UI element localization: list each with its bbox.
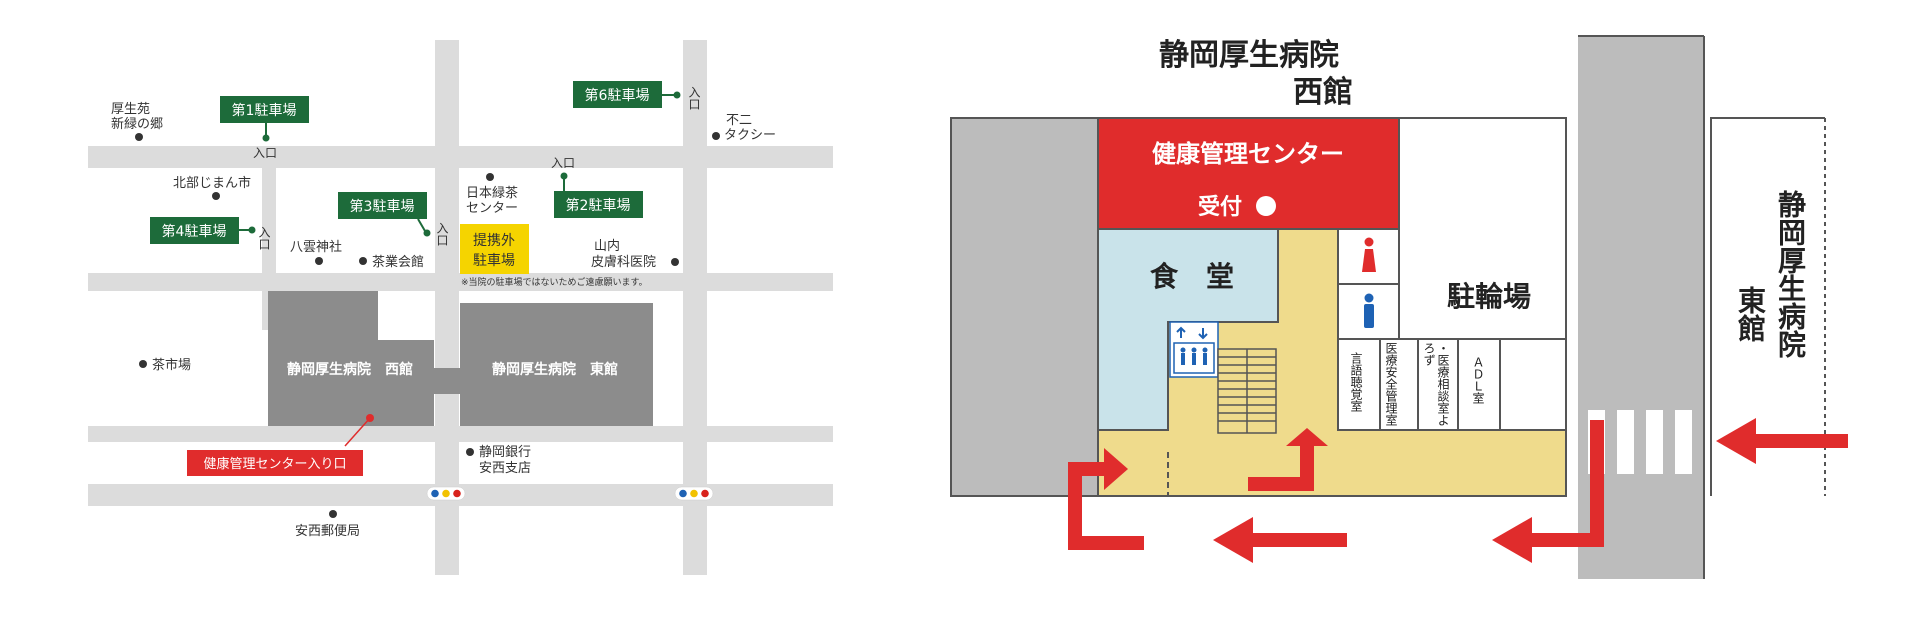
landmark-yamauchi-2: 皮膚科医院 <box>591 254 656 270</box>
east-building-vertical-label: 静岡厚生病院東館 <box>1728 190 1808 410</box>
west-building <box>268 291 434 426</box>
landmark-dot-post-office <box>329 510 337 518</box>
landmark-shizuoka-bank-2: 安西支店 <box>479 461 531 476</box>
room-consult: ・医療相談室よろず <box>1422 342 1450 426</box>
parking-6-label[interactable]: 第6駐車場 <box>585 87 650 104</box>
direction-arrow-icon <box>1213 517 1347 563</box>
east-building <box>460 303 653 426</box>
health-center-area <box>1097 117 1400 230</box>
east-building-label: 静岡厚生病院 東館 <box>492 361 618 378</box>
landmark-yakumo: 八雲神社 <box>290 239 342 255</box>
cafeteria-area <box>1097 228 1279 431</box>
landmark-kouseien: 厚生苑 <box>111 102 150 117</box>
parking-1-box <box>220 96 309 123</box>
parking-2-entrance: 入口 <box>551 156 575 170</box>
restroom-male-icon <box>1364 293 1374 328</box>
east-building-outline <box>1710 117 1825 496</box>
traffic-light-icon <box>426 486 466 501</box>
direction-arrows <box>1068 418 1848 563</box>
west-building-label: 静岡厚生病院 西館 <box>287 361 413 378</box>
gray-block <box>950 117 1099 497</box>
landmark-chagyo: 茶業会館 <box>372 254 424 270</box>
landmark-dot-chaichiba <box>139 360 147 368</box>
room-safety: 医療安全管理室 <box>1384 342 1398 426</box>
parking-2-entrance-dot <box>560 172 568 180</box>
landmark-dot-nihon-ryokucha <box>486 173 494 181</box>
parking-1-entrance: 入口 <box>253 146 277 160</box>
reception-label: 受付 <box>1198 194 1242 220</box>
parking-2-box <box>554 191 643 218</box>
elevator-icon <box>1169 321 1219 378</box>
landmark-nihon-ryokucha-2: センター <box>466 201 518 216</box>
landmark-chaichiba: 茶市場 <box>152 357 191 373</box>
center-entrance-box <box>187 450 363 476</box>
landmark-dot-fuji-taxi <box>712 132 720 140</box>
floor-plan: 静岡厚生病院 西館 健康管理センター 受付 食 堂 <box>950 35 1848 579</box>
partner-lot-label-2: 駐車場 <box>473 252 515 269</box>
stairs-icon <box>1217 348 1277 434</box>
bicycle-parking-label: 駐輪場 <box>1447 280 1531 313</box>
parking-2-label[interactable]: 第2駐車場 <box>566 197 631 214</box>
landmark-dot-chagyo <box>359 257 367 265</box>
landmark-shizuoka-bank-1: 静岡銀行 <box>479 445 531 460</box>
direction-arrow-icon <box>1248 428 1328 491</box>
partner-lot-note: ※当院の駐車場ではないためご遠慮願います。 <box>461 276 648 288</box>
cafeteria-label: 食 堂 <box>1150 260 1234 293</box>
landmark-dot-yakumo <box>315 257 323 265</box>
landmark-dot-shizuoka-bank <box>466 448 474 456</box>
parking-1-entrance-dot <box>262 134 270 142</box>
center-entrance-label: 健康管理センター入り口 <box>203 456 346 472</box>
rooms-row <box>1337 338 1567 431</box>
landmark-fuji-taxi-2: タクシー <box>724 128 776 143</box>
room-speech: 言語聴覚室 <box>1349 352 1363 412</box>
parking-4-box <box>150 217 239 244</box>
landmark-nihon-ryokucha-1: 日本緑茶 <box>466 185 518 201</box>
parking-4-label[interactable]: 第4駐車場 <box>162 223 227 240</box>
traffic-light-icon <box>674 486 714 501</box>
parking-6-entrance: 入口 <box>687 86 701 110</box>
parking-3-box <box>338 192 427 219</box>
restroom-male <box>1337 283 1400 340</box>
east-building-vertical-col-2: 東館 <box>1734 286 1767 342</box>
parking-lots: 第1駐車場 入口 第6駐車場 入口 第3駐車場 入口 第2駐車場 入口 <box>150 81 701 250</box>
restroom-female-icon <box>1362 237 1376 272</box>
landmark-yamauchi-1: 山内 <box>594 238 620 254</box>
floor-title-line1: 静岡厚生病院 <box>1159 38 1339 73</box>
parking-4-entrance: 入口 <box>257 226 271 250</box>
room-adl: ＡＤＬ室 <box>1471 356 1485 404</box>
road-horizontal-3 <box>88 426 833 442</box>
parking-1-label[interactable]: 第1駐車場 <box>232 102 297 119</box>
parking-3-entrance: 入口 <box>435 222 449 246</box>
building-connector <box>434 368 460 394</box>
direction-arrow-icon <box>1068 448 1144 550</box>
partner-lot-box <box>460 224 529 274</box>
parking-4-entrance-dot <box>248 226 256 234</box>
reception-dot <box>1256 196 1276 216</box>
direction-arrow-icon <box>1492 420 1604 563</box>
parking-6-box <box>573 81 662 108</box>
landmarks: 厚生苑 新緑の郷 北部じまん市 八雲神社 茶業会館 日本緑茶 センター 山内 皮… <box>111 102 776 539</box>
center-entrance-dot <box>366 414 374 422</box>
landmark-fuji-taxi-1: 不二 <box>726 113 752 128</box>
landmark-shinryoku: 新緑の郷 <box>111 116 163 132</box>
direction-arrow-icon <box>1716 418 1848 464</box>
landmark-kitabe: 北部じまん市 <box>173 175 251 191</box>
parking-6-entrance-dot <box>673 91 681 99</box>
landmark-dot-kitabe <box>212 192 220 200</box>
parking-3-label[interactable]: 第3駐車場 <box>350 198 415 215</box>
street-map: 静岡厚生病院 西館 静岡厚生病院 東館 厚生苑 新緑の郷 北部じまん市 八雲神社… <box>88 40 833 575</box>
landmark-dot-yamauchi <box>671 258 679 266</box>
partner-lot-label-1: 提携外 <box>473 233 515 249</box>
road-horizontal-1 <box>88 146 833 168</box>
road-horizontal-2 <box>88 273 833 291</box>
east-building-vertical-col-1: 静岡厚生病院 <box>1774 190 1807 358</box>
landmark-dot-kouseien <box>135 133 143 141</box>
parking-3-entrance-dot <box>423 229 431 237</box>
floor-title-line2: 西館 <box>1293 75 1353 110</box>
landmark-post-office: 安西郵便局 <box>295 524 360 539</box>
health-center-name: 健康管理センター <box>1152 140 1344 168</box>
